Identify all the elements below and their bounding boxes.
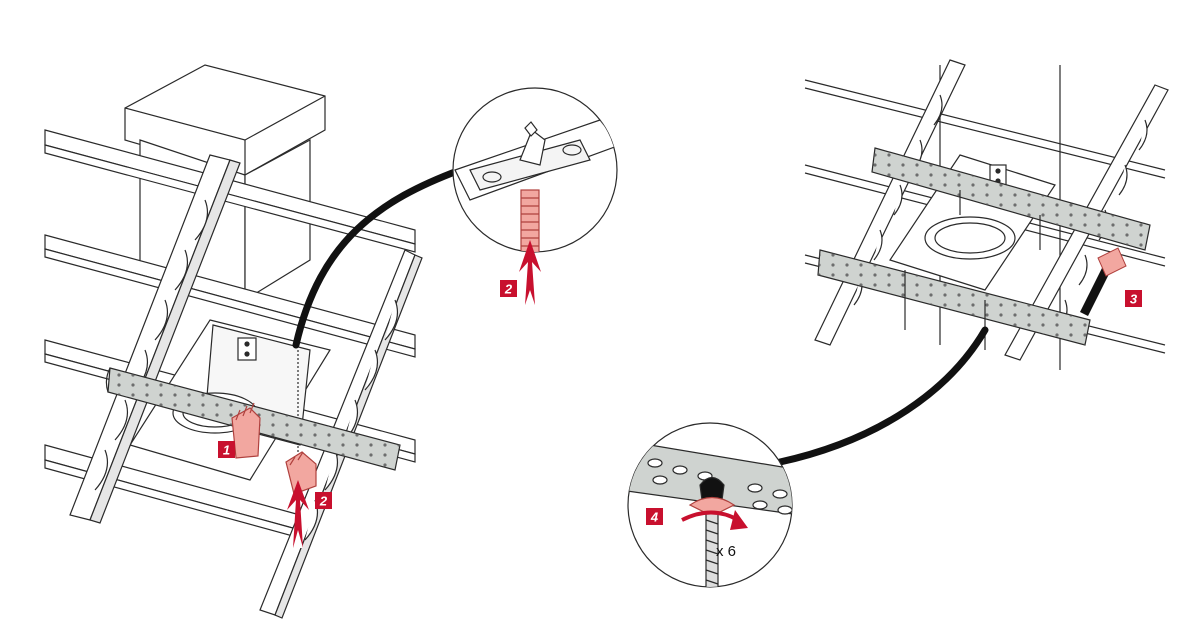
svg-text:1: 1: [223, 443, 230, 458]
svg-text:2: 2: [319, 494, 328, 509]
detail-circle-nut: [627, 422, 793, 588]
step-badge-2-detail: 2: [500, 280, 517, 297]
up-arrow-icon: [519, 240, 541, 305]
up-arrow-icon: [287, 480, 309, 548]
detail-circle-clip: [452, 87, 618, 253]
svg-text:2: 2: [504, 282, 513, 297]
step-badge-2: 2: [315, 492, 332, 509]
right-illustration: [776, 59, 1169, 466]
wing-nut-icon: [688, 476, 736, 513]
rotate-arrow-icon: [681, 510, 748, 530]
hand-icon: [231, 402, 261, 459]
clip-icon: [519, 121, 546, 166]
svg-text:4: 4: [650, 510, 659, 525]
callout-line: [292, 166, 464, 349]
hand-icon: [285, 451, 317, 495]
step-badge-1: 1: [218, 441, 235, 458]
hammer-icon: [1080, 247, 1127, 316]
step-badge-3: 3: [1125, 290, 1142, 307]
svg-text:3: 3: [1130, 292, 1138, 307]
left-illustration: [44, 64, 464, 619]
turn-count-label: x 6: [716, 543, 736, 560]
callout-line: [776, 326, 989, 466]
downlight: [924, 164, 1016, 260]
step-badge-4: 4: [646, 508, 663, 525]
perforated-rail: [817, 147, 1151, 346]
